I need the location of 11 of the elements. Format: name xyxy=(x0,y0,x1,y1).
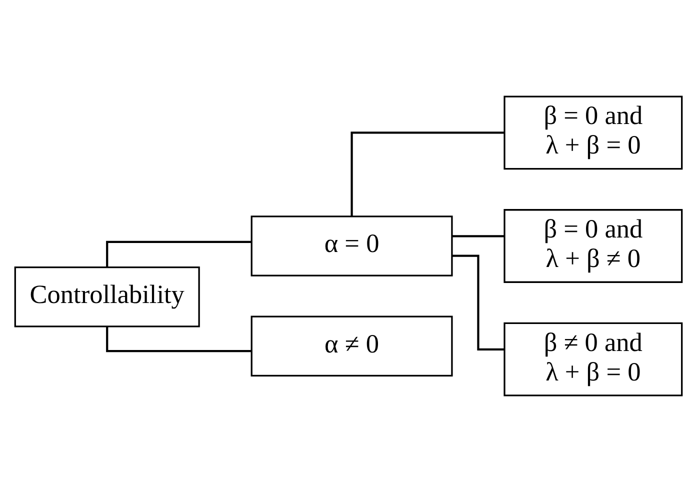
node-box: Controllability xyxy=(14,266,200,328)
node-box: α ≠ 0 xyxy=(250,316,453,377)
connector xyxy=(106,326,252,352)
connector xyxy=(106,240,252,267)
node-box: α = 0 xyxy=(250,216,453,276)
node-box: β = 0 and λ + β = 0 xyxy=(504,96,683,170)
connector xyxy=(452,254,504,351)
node-box: β ≠ 0 and λ + β = 0 xyxy=(504,322,683,396)
connector xyxy=(350,132,504,216)
node-box: β = 0 and λ + β ≠ 0 xyxy=(504,209,683,283)
connector xyxy=(452,235,504,238)
